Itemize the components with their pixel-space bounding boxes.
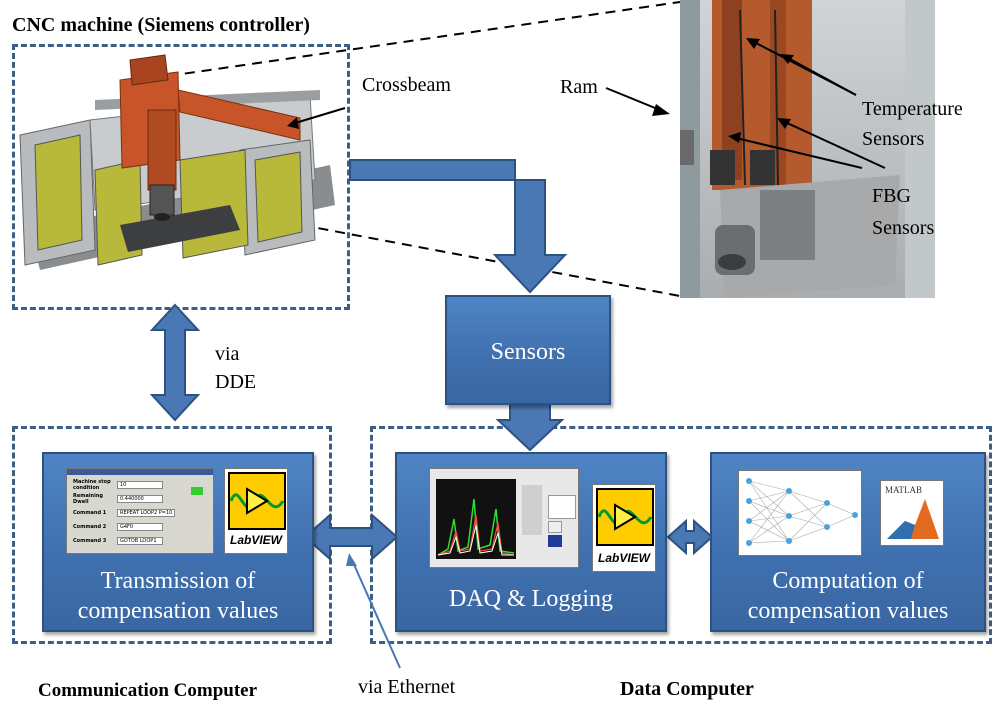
cnc-machine-icon (19, 54, 335, 270)
eu-flag (548, 535, 562, 547)
spectrum-plot (436, 479, 516, 559)
matlab-icon (887, 499, 939, 539)
temp-sensor-pointer-2 (787, 57, 857, 96)
hmi-row-label: Command 3 (73, 538, 107, 544)
fbg-sensor-pointer-2 (784, 121, 886, 169)
hmi-status-led (191, 487, 203, 495)
hmi-row-value: 0.440000 (117, 495, 163, 503)
communication-computer-label: Communication Computer (38, 680, 258, 701)
sensors-box-label: Sensors (490, 339, 566, 365)
hmi-row-label: Command 2 (73, 524, 107, 530)
hmi-row: Command 1 REPEAT LOOP2 P=10 (73, 507, 207, 519)
logo-box-2 (548, 521, 562, 533)
hmi-row-label: Remaining Dwell (73, 493, 103, 505)
daq-computation-double-arrow (666, 518, 714, 556)
sensors-box: Sensors (445, 295, 611, 405)
transmission-box-label: Transmission of compensation values (77, 568, 279, 624)
daq-screenshot (429, 468, 579, 568)
sensors-to-daq-arrow (495, 403, 565, 452)
ethernet-double-arrow (303, 512, 399, 562)
hmi-row: Command 2 G4F0 (73, 521, 207, 533)
cnc-machine-group (12, 44, 350, 310)
hmi-row-value: G4F0 (117, 523, 163, 531)
hmi-row-label: Command 1 (73, 510, 107, 516)
labview-logo-2: LabVIEW (592, 484, 656, 572)
neural-network-icon (746, 478, 858, 546)
machine-to-sensors-arrow (349, 159, 568, 294)
spectrum-lines (437, 498, 515, 556)
computation-box: MATLAB Computation of compensation value… (710, 452, 986, 632)
hmi-titlebar (67, 469, 213, 475)
via-ethernet-label: via Ethernet (358, 676, 456, 698)
hmi-row: Machine stop condition 10 (73, 479, 207, 491)
via-dde-label: via DDE (215, 343, 257, 393)
labview-logo-text-1: LabVIEW (229, 533, 282, 547)
zoom-line-top (167, 1, 681, 77)
crossbeam-label: Crossbeam (362, 74, 451, 96)
neural-network-image (738, 470, 862, 556)
fbg-sensors-label: FBG Sensors (872, 185, 935, 239)
labview-logo-text-2: LabVIEW (597, 551, 650, 565)
hmi-row: Remaining Dwell 0.440000 (73, 493, 207, 505)
data-computer-label: Data Computer (620, 678, 754, 700)
labview-icon (228, 472, 286, 530)
crossbeam-pointer (291, 107, 346, 125)
logo-box-1 (548, 495, 576, 519)
dde-double-arrow (149, 303, 201, 422)
fbg-sensor-pointer-1 (735, 137, 863, 169)
hmi-row-value: 10 (117, 481, 163, 489)
labview-logo-1: LabVIEW (224, 468, 288, 554)
computation-box-label: Computation of compensation values (747, 568, 949, 624)
ethernet-pointer (351, 559, 401, 669)
ram-label: Ram (560, 76, 598, 98)
hmi-row: Command 3 GOTOB LOOP1 (73, 535, 207, 547)
daq-box: LabVIEW DAQ & Logging (395, 452, 667, 632)
matlab-logo-text: MATLAB (885, 485, 923, 495)
ram-pointer (605, 87, 661, 111)
hmi-row-label: Machine stop condition (73, 479, 111, 491)
daq-controls (522, 485, 542, 535)
matlab-logo: MATLAB (880, 480, 944, 546)
daq-box-label: DAQ & Logging (449, 586, 613, 612)
hmi-row-value: REPEAT LOOP2 P=10 (117, 509, 176, 517)
ram-photo (680, 0, 935, 298)
hmi-row-value: GOTOB LOOP1 (117, 537, 163, 545)
labview-icon-2 (596, 488, 654, 546)
temperature-sensors-label: Temperature Sensors (862, 98, 963, 150)
machine-title: CNC machine (Siemens controller) (12, 14, 310, 36)
